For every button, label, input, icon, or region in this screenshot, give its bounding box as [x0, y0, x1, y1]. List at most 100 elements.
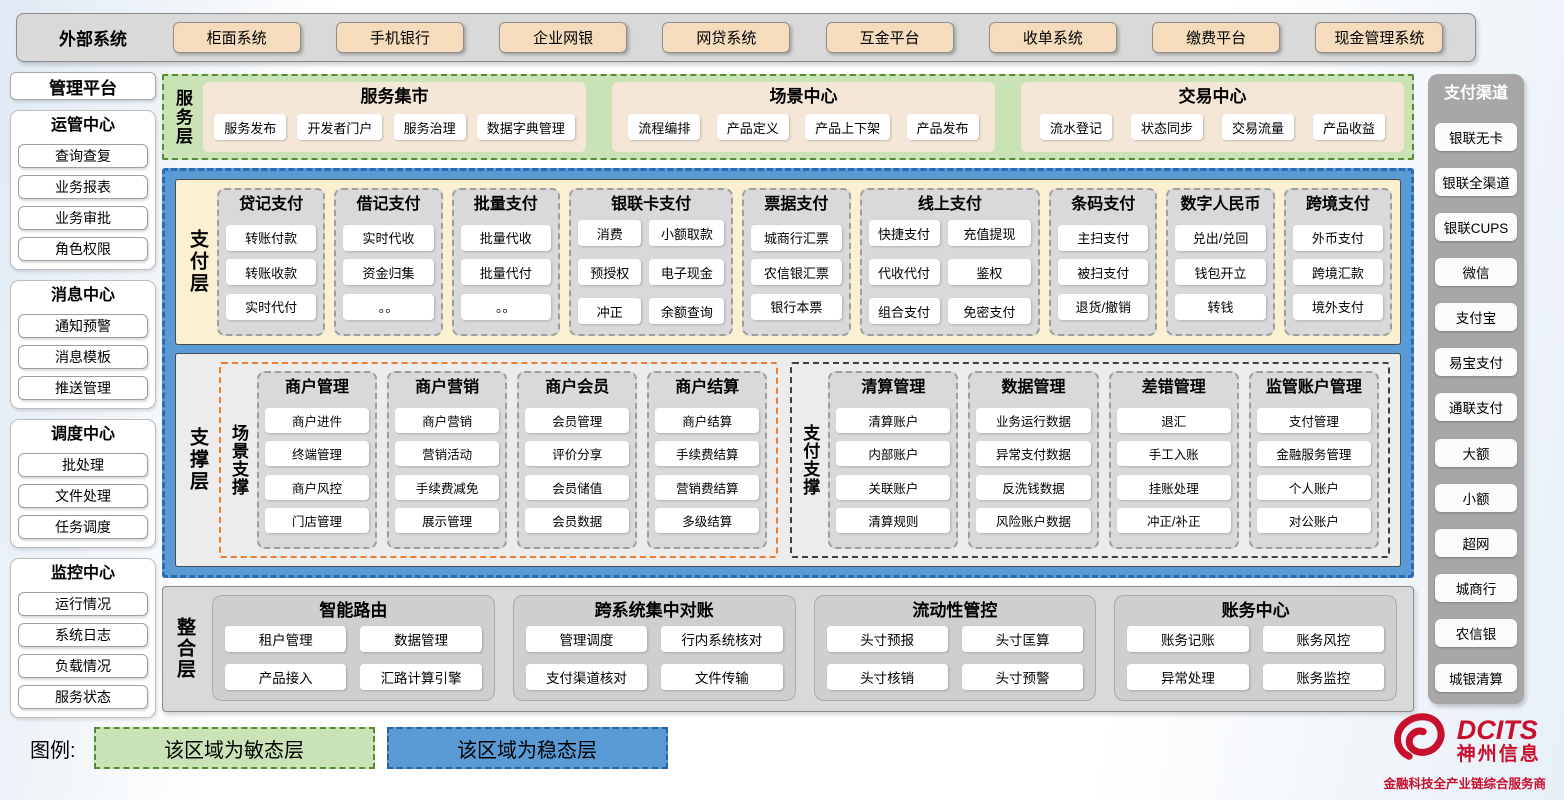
module-box: 商户营销 [395, 407, 500, 433]
integration-block-liquidity: 流动性管控 头寸预报 头寸匡算 头寸核销 头寸预警 [813, 595, 1097, 701]
module-box: 开发者门户 [297, 114, 383, 140]
column-title: 借记支付 [356, 196, 421, 213]
module-box: 商户进件 [265, 407, 370, 433]
module-box: 异常支付数据 [976, 441, 1091, 467]
column-title: 批量支付 [473, 196, 538, 213]
module-box: 产品上下架 [805, 114, 891, 140]
column-title: 票据支付 [764, 196, 829, 213]
service-layer: 服务层 服务集市 服务发布 开发者门户 服务治理 数据字典管理 场景中心 流程编… [162, 74, 1414, 160]
module-box: 钱包开立 [1175, 259, 1266, 285]
module-box: 组合支付 [868, 298, 940, 324]
group-title: 消息中心 [50, 287, 115, 304]
channel-box: 银联CUPS [1435, 213, 1517, 242]
sidebar-module-box: 服务状态 [18, 685, 148, 709]
module-box: 手续费结算 [655, 441, 760, 467]
module-box: 银行本票 [751, 293, 842, 320]
external-system-box: 互金平台 [825, 22, 954, 53]
module-box: 代收代付 [868, 259, 940, 285]
channel-box: 城银清算 [1435, 663, 1517, 692]
module-box: 快捷支付 [868, 220, 940, 246]
scene-column-merchant-marketing: 商户营销 商户营销 营销活动 手续费减免 展示管理 [387, 371, 508, 549]
service-layer-label: 服务层 [173, 88, 192, 146]
pay-support-column-clearing: 清算管理 清算账户 内部账户 关联账户 清算规则 [828, 371, 959, 549]
module-box: 商户风控 [265, 474, 370, 500]
column-title: 线上支付 [917, 196, 982, 213]
external-systems-bar: 外部系统 柜面系统 手机银行 企业网银 网贷系统 互金平台 收单系统 缴费平台 … [16, 13, 1476, 62]
block-title: 服务集市 [360, 87, 429, 106]
column-title: 银联卡支付 [611, 196, 692, 213]
module-box: 文件传输 [661, 663, 783, 690]
module-box: 服务治理 [393, 114, 466, 140]
service-block-market: 服务集市 服务发布 开发者门户 服务治理 数据字典管理 [203, 82, 586, 152]
module-box: 电子现金 [649, 259, 725, 285]
external-system-box: 收单系统 [988, 22, 1117, 53]
module-box: 会员数据 [525, 508, 630, 534]
payment-column-unionpay-card: 银联卡支付 消费 小额取款 预授权 电子现金 冲正 余额查询 [568, 188, 734, 336]
sidebar-module-box: 推送管理 [18, 376, 148, 400]
payment-support-group: 支付支撑 清算管理 清算账户 内部账户 关联账户 清算规则 数据管理 业务运行数… [790, 362, 1390, 558]
stable-layer-container: 支付层 贷记支付 转账付款 转账收款 实时代付 借记支付 实时代收 资金归集 。… [162, 168, 1414, 578]
sidebar-module-box: 批处理 [18, 453, 148, 477]
module-box: 外币支付 [1292, 224, 1384, 251]
payment-channels-title: 支付渠道 [1443, 85, 1508, 102]
sidebar-module-box: 负载情况 [18, 654, 148, 678]
payment-column-debit: 借记支付 实时代收 资金归集 。。 [334, 188, 443, 336]
module-box: 金融服务管理 [1256, 441, 1372, 467]
module-box: 手续费减免 [395, 474, 500, 500]
module-box: 冲正 [577, 298, 642, 324]
module-box: 营销活动 [395, 441, 500, 467]
module-box: 异常处理 [1127, 663, 1249, 690]
module-box: 个人账户 [1256, 474, 1372, 500]
scene-column-merchant-member: 商户会员 会员管理 评价分享 会员储值 会员数据 [517, 371, 638, 549]
pay-support-column-regulated-account: 监管账户管理 支付管理 金融服务管理 个人账户 对公账户 [1248, 371, 1380, 549]
module-box: 预授权 [577, 259, 642, 285]
column-title: 清算管理 [861, 379, 926, 396]
payment-column-online: 线上支付 快捷支付 充值提现 代收代付 鉴权 组合支付 免密支付 [859, 188, 1041, 336]
module-box: 兑出/兑回 [1175, 224, 1266, 251]
sidebar-module-box: 消息模板 [18, 345, 148, 369]
module-box: 汇路计算引擎 [360, 663, 482, 690]
channel-box: 小额 [1435, 483, 1517, 512]
sidebar-module-box: 业务报表 [18, 175, 148, 199]
management-platform-panel: 管理平台 运管中心 查询查复 业务报表 业务审批 角色权限 消息中心 通知预警 … [10, 72, 156, 718]
module-box: 产品接入 [225, 663, 347, 690]
module-box: 展示管理 [395, 508, 500, 534]
module-box: 账务风控 [1262, 626, 1384, 653]
module-box: 资金归集 [343, 259, 434, 285]
module-box: 农信银汇票 [751, 259, 842, 285]
payment-channels-panel: 支付渠道 银联无卡 银联全渠道 银联CUPS 微信 支付宝 易宝支付 通联支付 … [1428, 74, 1524, 704]
channel-box: 支付宝 [1435, 303, 1517, 332]
group-monitoring-center: 监控中心 运行情况 系统日志 负载情况 服务状态 [10, 558, 156, 718]
logo-company-name: 神州信息 [1456, 743, 1541, 765]
module-box: 门店管理 [265, 508, 370, 534]
module-box: 退汇 [1116, 407, 1231, 433]
block-title: 流动性管控 [912, 601, 998, 620]
column-title: 监管账户管理 [1265, 379, 1362, 396]
scene-column-merchant-settlement: 商户结算 商户结算 手续费结算 营销费结算 多级结算 [647, 371, 768, 549]
module-box: 状态同步 [1130, 114, 1203, 140]
module-box: 商户结算 [655, 407, 760, 433]
module-box: 转钱 [1175, 293, 1266, 320]
module-box: 余额查询 [649, 298, 725, 324]
module-box: 业务运行数据 [976, 407, 1091, 433]
external-systems-list: 柜面系统 手机银行 企业网银 网贷系统 互金平台 收单系统 缴费平台 现金管理系… [155, 22, 1461, 53]
module-box: 管理调度 [525, 626, 648, 653]
module-box: 。。 [343, 293, 434, 320]
block-title: 账务中心 [1221, 601, 1290, 620]
module-box: 清算规则 [836, 508, 951, 534]
module-box: 城商行汇票 [751, 224, 842, 251]
legend: 图例: 该区域为敏态层 该区域为稳态层 [30, 727, 668, 769]
module-box: 被扫支付 [1058, 259, 1149, 285]
module-box: 免密支付 [947, 298, 1032, 324]
module-box: 头寸核销 [826, 663, 948, 690]
module-box: 支付渠道核对 [525, 663, 648, 690]
sidebar-module-box: 运行情况 [18, 592, 148, 616]
column-title: 商户会员 [545, 379, 610, 396]
payment-column-digital-rmb: 数字人民币 兑出/兑回 钱包开立 转钱 [1166, 188, 1275, 336]
payment-column-credit: 贷记支付 转账付款 转账收款 实时代付 [217, 188, 326, 336]
module-box: 产品定义 [716, 114, 789, 140]
sidebar-module-box: 角色权限 [18, 237, 148, 261]
block-title: 智能路由 [319, 601, 388, 620]
scene-column-merchant-mgmt: 商户管理 商户进件 终端管理 商户风控 门店管理 [257, 371, 378, 549]
column-title: 差错管理 [1141, 379, 1206, 396]
